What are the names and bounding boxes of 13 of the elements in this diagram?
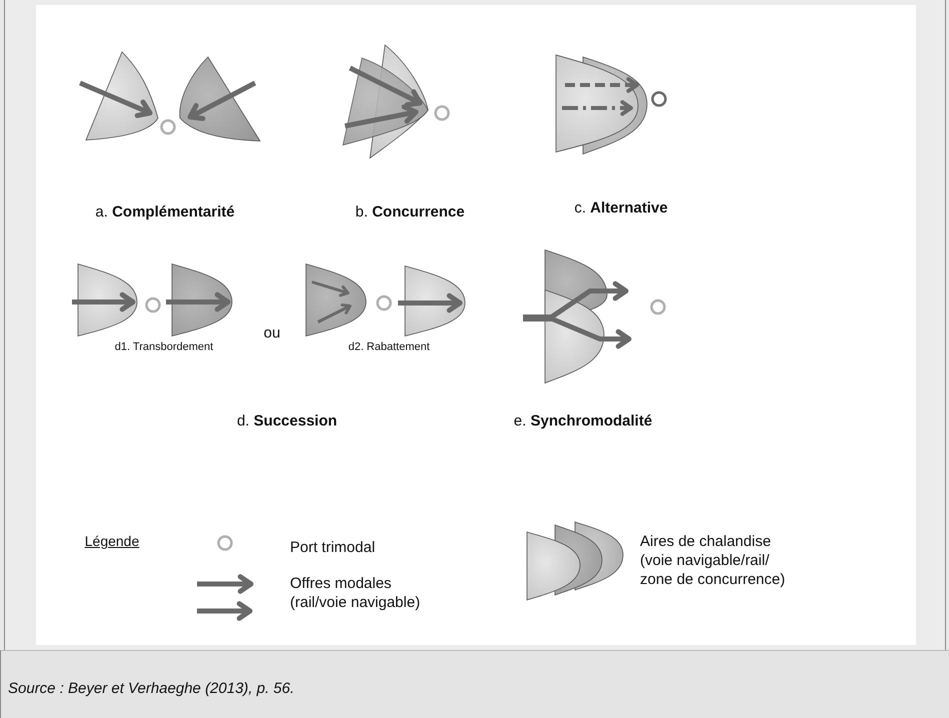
panel-caption: a. Complémentarité bbox=[95, 204, 235, 220]
source-note: Source : Beyer et Verhaeghe (2013), p. 56. bbox=[8, 680, 294, 697]
panel-caption: d2. Rabattement bbox=[348, 341, 430, 353]
panel-caption: d1. Transbordement bbox=[114, 341, 214, 353]
panel-caption: e. Synchromodalité bbox=[514, 412, 652, 430]
legend-title: Légende bbox=[84, 533, 140, 549]
panel-caption: b. Concurrence bbox=[355, 204, 465, 220]
legend-label: Port trimodal bbox=[290, 538, 376, 557]
panel-caption: c. Alternative bbox=[574, 200, 668, 216]
panel-caption: d. Succession bbox=[236, 412, 338, 430]
legend-label: Aires de chalandise (voie navigable/rail/ zone de concurrence) bbox=[640, 532, 786, 589]
connector-word: ou bbox=[264, 324, 280, 342]
legend-label: Offres modales (rail/voie navigable) bbox=[290, 574, 422, 612]
